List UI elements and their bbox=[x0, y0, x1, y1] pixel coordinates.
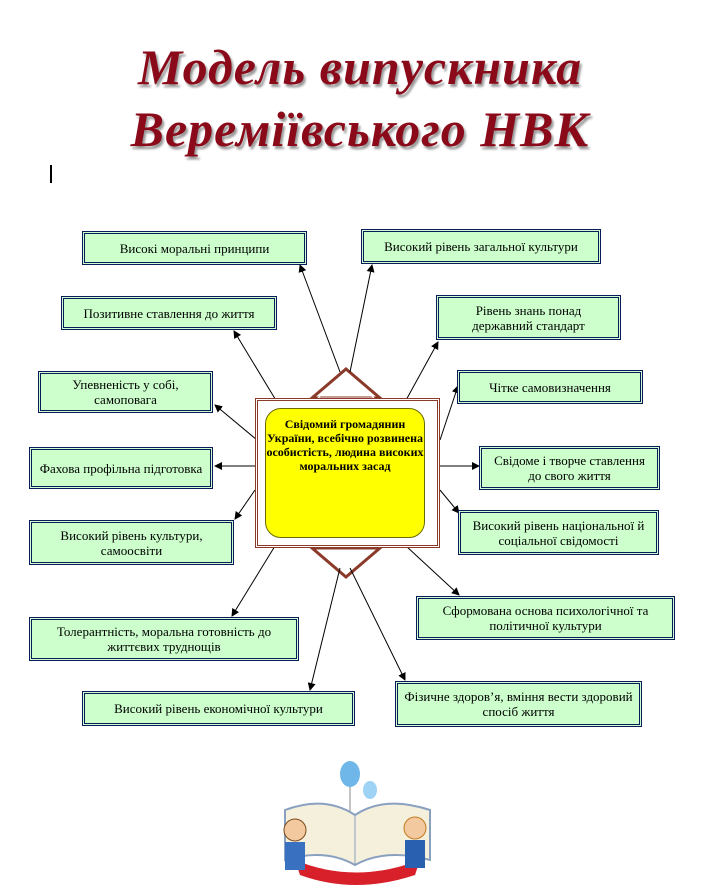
quality-box: Толерантність, моральна готовність до жи… bbox=[29, 617, 299, 661]
quality-box: Упевненість у собі, самоповага bbox=[38, 371, 213, 413]
arrow bbox=[349, 567, 406, 681]
arrow bbox=[233, 330, 278, 403]
quality-box: Чітке самовизначення bbox=[457, 370, 643, 404]
arrow bbox=[214, 404, 258, 441]
arrow bbox=[298, 264, 341, 373]
girl-figure bbox=[403, 816, 427, 840]
quality-box: Свідоме і творче ставлення до свого житт… bbox=[479, 446, 660, 490]
quality-box: Високий рівень культури, самоосвіти bbox=[29, 520, 234, 565]
title-line-2: Вереміївського НВК bbox=[130, 101, 590, 157]
quality-box: Високий рівень національної й соціальної… bbox=[458, 510, 659, 555]
quality-box: Позитивне ставлення до життя bbox=[61, 296, 277, 330]
quality-box: Високий рівень економічної культури bbox=[82, 691, 355, 726]
arrow bbox=[405, 545, 460, 596]
open-book-icon bbox=[284, 802, 431, 867]
arrow bbox=[231, 545, 276, 617]
arrow bbox=[349, 264, 375, 373]
quality-box: Фахова профільна підготовка bbox=[29, 447, 213, 489]
ribbon bbox=[295, 860, 420, 885]
quality-box: Сформована основа психологічної та політ… bbox=[416, 596, 675, 640]
arrow bbox=[234, 489, 256, 520]
quality-box: Рівень знань понад державний стандарт bbox=[436, 295, 621, 340]
arrow bbox=[404, 341, 439, 403]
school-clipart bbox=[283, 761, 431, 885]
arrow bbox=[439, 385, 460, 441]
quality-box: Високий рівень загальної культури bbox=[361, 229, 601, 264]
center-graduate-box: Свідомий громадянин України, всебічно ро… bbox=[265, 408, 425, 538]
title-line-1: Модель випускника bbox=[137, 39, 583, 95]
quality-box: Фізичне здоров’я, вміння вести здоровий … bbox=[395, 681, 642, 727]
quality-box: Високі моральні принципи bbox=[82, 231, 307, 265]
boy-figure bbox=[283, 818, 307, 842]
balloon-icon bbox=[340, 761, 360, 787]
diamond-bottom bbox=[307, 546, 385, 579]
arrow bbox=[439, 489, 460, 514]
arrow bbox=[307, 567, 341, 691]
text-cursor bbox=[50, 165, 52, 183]
